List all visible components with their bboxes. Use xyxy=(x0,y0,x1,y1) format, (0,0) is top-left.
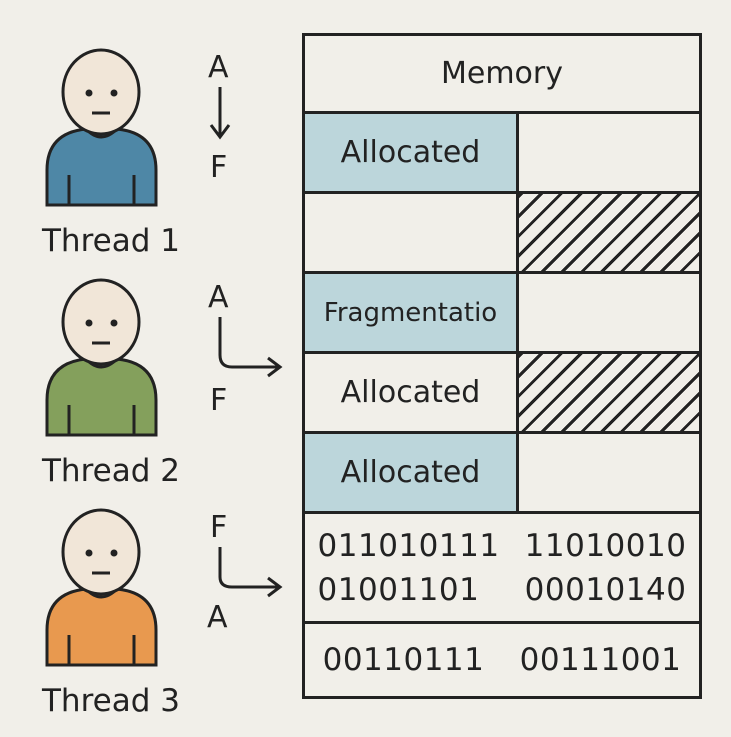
thread-label: Thread 2 xyxy=(42,453,180,489)
fragmentation-block: Fragmentatio xyxy=(305,274,519,351)
hatched-block xyxy=(519,194,699,271)
allocate-label: A xyxy=(207,600,228,635)
binary-value: 01001101 xyxy=(317,571,480,608)
free-block xyxy=(305,194,519,271)
memory-row: Fragmentatio xyxy=(305,274,699,354)
memory-row xyxy=(305,194,699,274)
down-arrow-icon xyxy=(209,87,231,140)
free-label: F xyxy=(210,383,228,418)
free-block xyxy=(519,114,699,191)
free-label: F xyxy=(210,150,228,185)
person-icon xyxy=(45,508,158,667)
allocated-block: Allocated xyxy=(305,114,519,191)
thread-1: Thread 1 xyxy=(0,45,210,260)
memory-row: Allocated xyxy=(305,354,699,434)
free-block xyxy=(519,434,699,511)
binary-value: 00111001 xyxy=(519,642,682,678)
memory-row: Allocated xyxy=(305,434,699,514)
thread-2: Thread 2 xyxy=(0,275,210,490)
person-icon xyxy=(45,278,158,437)
thread-label: Thread 3 xyxy=(42,683,180,719)
bent-arrow-icon xyxy=(218,317,283,378)
binary-value: 00110111 xyxy=(322,642,485,678)
memory-block: Memory Allocated Fragmentatio Allocated … xyxy=(302,33,702,699)
binary-column: 011010111 01001101 xyxy=(318,528,500,608)
person-icon xyxy=(45,48,158,207)
hatched-block xyxy=(519,354,699,431)
thread-3: Thread 3 xyxy=(0,505,210,720)
allocate-label: A xyxy=(208,280,229,315)
allocated-block: Allocated xyxy=(305,354,519,431)
memory-row: Allocated xyxy=(305,114,699,194)
binary-column: 11010010 00010140 xyxy=(525,528,687,608)
allocate-label: A xyxy=(208,50,229,85)
allocated-block: Allocated xyxy=(305,434,519,511)
binary-value: 00010140 xyxy=(524,571,687,608)
binary-row: 00110111 00111001 xyxy=(305,624,699,696)
binary-row: 011010111 01001101 11010010 00010140 xyxy=(305,514,699,624)
free-block xyxy=(519,274,699,351)
bent-arrow-icon xyxy=(218,547,283,598)
binary-value: 011010111 xyxy=(317,527,500,564)
thread-label: Thread 1 xyxy=(42,223,180,259)
free-label: F xyxy=(210,510,228,545)
binary-value: 11010010 xyxy=(524,527,687,564)
memory-title: Memory xyxy=(305,36,699,114)
